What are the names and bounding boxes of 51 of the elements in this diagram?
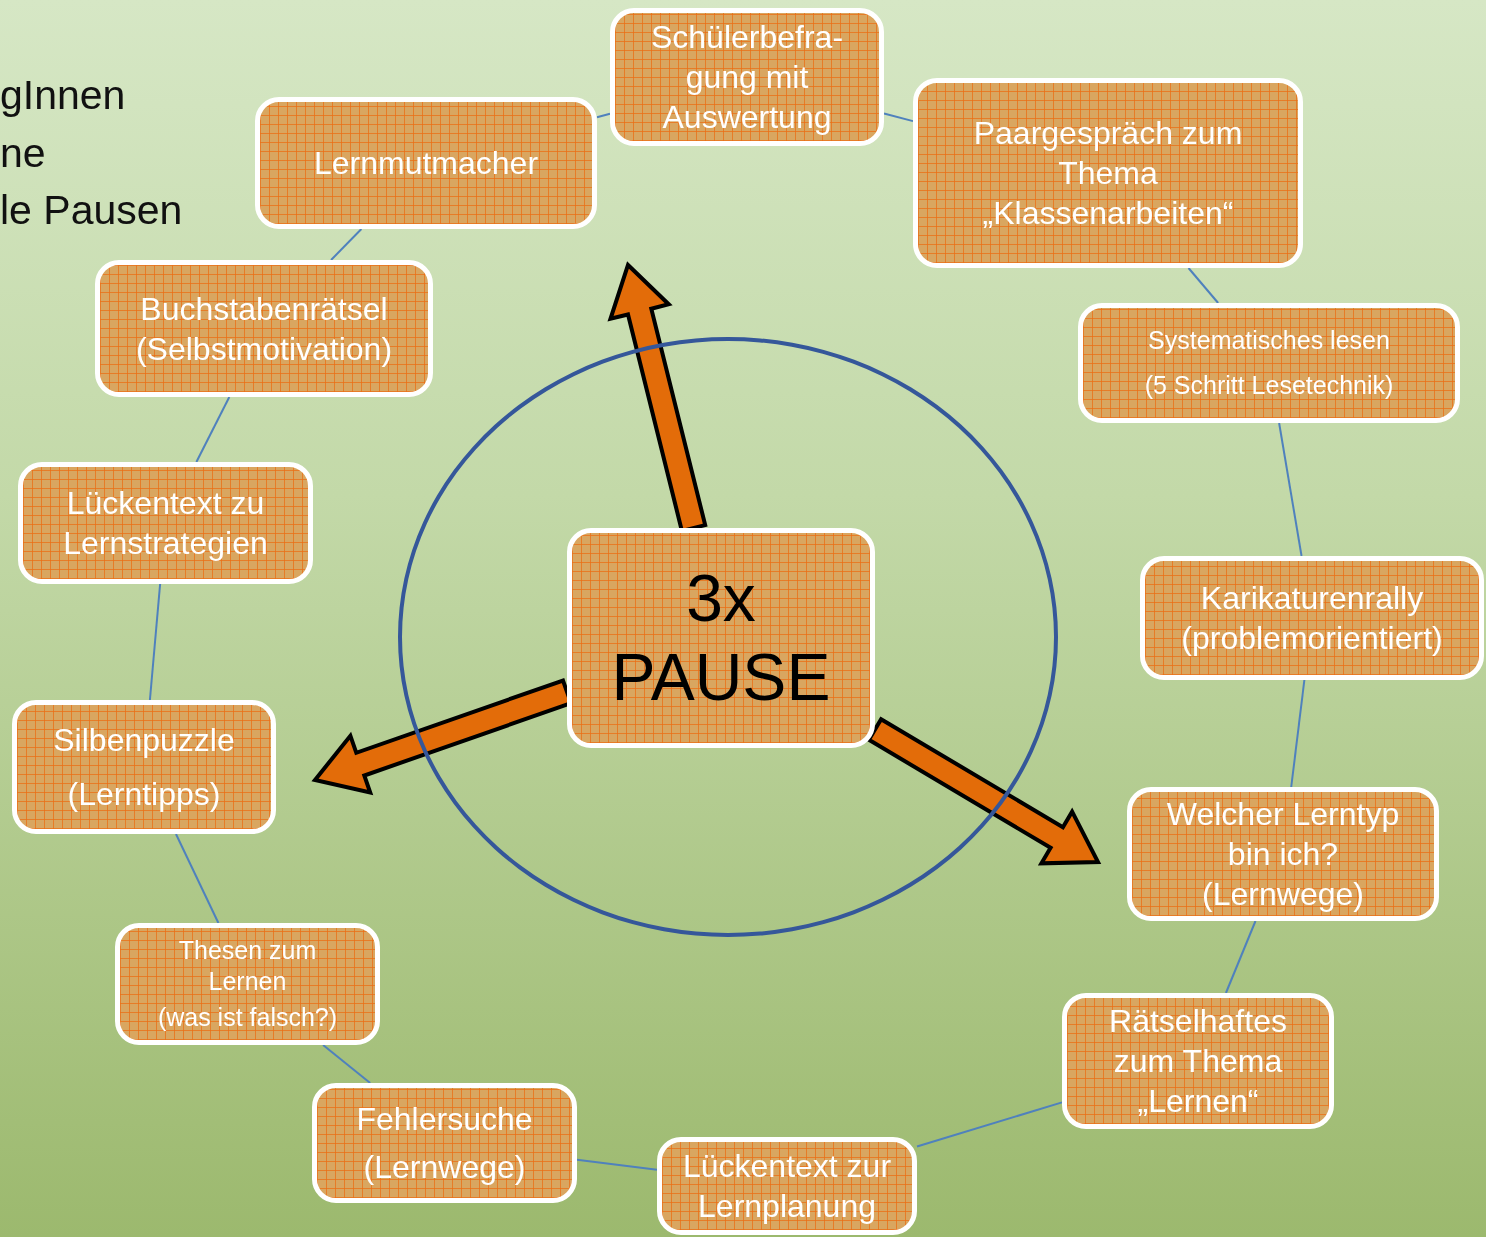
connector-line [576,1158,658,1171]
activity-box [1140,556,1484,680]
connector-line [1278,422,1303,557]
partial-text: ne [0,130,46,177]
connector-line [322,1044,372,1084]
activity-text: (was ist falsch?) [157,1002,338,1033]
connector-line [330,228,363,261]
activity-box [610,8,884,146]
activity-text: Systematisches lesen [1148,324,1390,356]
activity-box [1062,993,1334,1129]
connector-line [1290,679,1306,788]
connector-line [195,396,231,463]
activity-box [657,1137,917,1235]
activity-text: Lückentext zu Lernstrategien [62,484,269,563]
activity-box [95,260,433,397]
activity-text: Schülerbefra-gung mit Auswertung [649,18,845,137]
connector-line [883,112,914,123]
activity-text: (Lernwege) [363,1148,526,1188]
thick-arrow [866,716,1102,866]
activity-text: Thesen zum Lernen [177,934,318,997]
ellipse-outline [398,337,1058,937]
activity-box [115,923,380,1045]
activity-box [312,1083,577,1203]
activity-text: Lernmutmacher [313,144,539,183]
connector-line [1224,920,1257,994]
activity-text: (Lerntipps) [67,774,221,814]
activity-text: Rätselhaftes zum Thema „Lernen“ [1108,1002,1288,1121]
activity-box [1127,787,1439,921]
activity-text: Paargespräch zum Thema „Klassenarbeiten“ [972,114,1244,233]
connector-line [596,112,611,119]
connector-line [916,1101,1063,1148]
activity-box [913,78,1303,268]
center-box [567,528,875,748]
connector-line [174,833,220,924]
activity-box [12,700,276,834]
activity-text: (Lernwege) [1202,875,1364,914]
partial-text: gInnen [0,72,126,119]
activity-text: Fehlersuche [356,1099,533,1139]
partial-text: le Pausen [0,187,183,234]
center-text: 3x PAUSE [610,559,832,716]
activity-text: Lückentext zur Lernplanung [681,1147,893,1226]
activity-text: Karikaturenrally (problemorientiert) [1180,579,1444,658]
activity-text: Silbenpuzzle [53,721,235,761]
activity-box [1078,303,1460,423]
activity-box [18,462,313,584]
activity-text: Buchstabenrätsel (Selbstmotivation) [134,289,394,369]
connector-line [148,583,162,701]
activity-box [255,97,597,229]
activity-text: (5 Schritt Lesetechnik) [1144,370,1394,402]
connector-line [1187,267,1220,304]
activity-text: Welcher Lerntyp bin ich? [1165,795,1401,874]
